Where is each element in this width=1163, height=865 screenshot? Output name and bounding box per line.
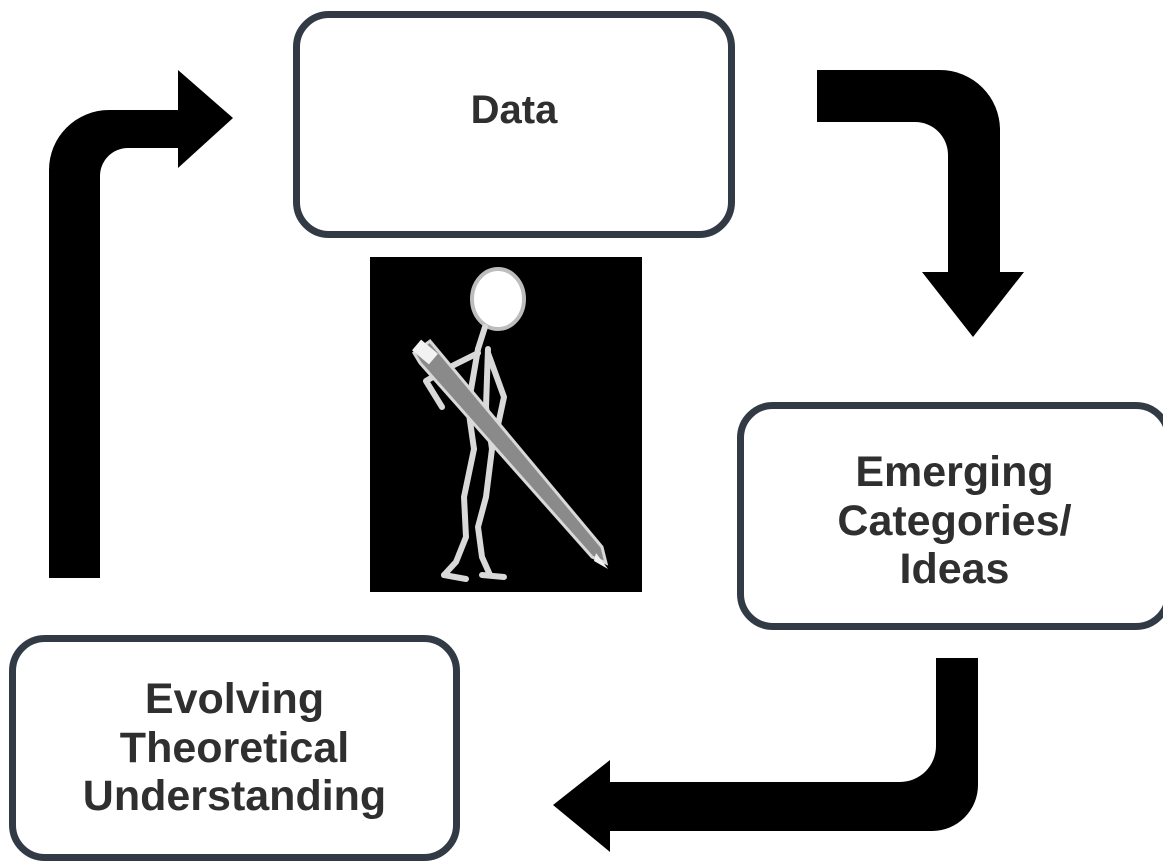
node-evolving-understanding: Evolving Theoretical Understanding bbox=[9, 635, 460, 861]
arrow-to-data bbox=[49, 70, 233, 578]
stick-figure-with-pencil-icon bbox=[370, 257, 642, 592]
arrow-to-evolving bbox=[553, 658, 978, 852]
node-data: Data bbox=[293, 11, 735, 238]
node-emerging-categories-label: Emerging Categories/ Ideas bbox=[837, 448, 1072, 594]
node-emerging-categories: Emerging Categories/ Ideas bbox=[737, 402, 1163, 630]
pencil-icon bbox=[412, 338, 609, 569]
arrow-to-emerging bbox=[817, 70, 1024, 337]
node-evolving-understanding-label: Evolving Theoretical Understanding bbox=[82, 675, 387, 821]
node-data-label: Data bbox=[470, 87, 558, 132]
